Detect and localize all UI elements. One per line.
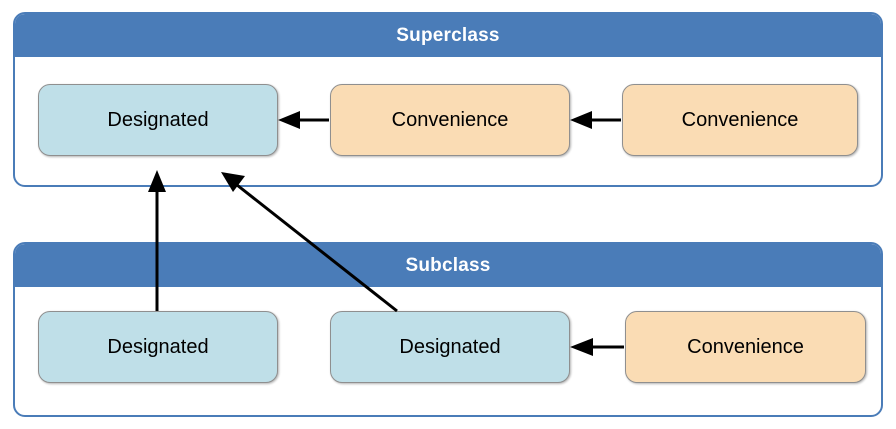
subclass-designated-initializer-1[interactable]: Designated (38, 311, 278, 383)
subclass-convenience-initializer[interactable]: Convenience (625, 311, 866, 383)
superclass-designated-initializer[interactable]: Designated (38, 84, 278, 156)
superclass-header: Superclass (15, 14, 881, 57)
superclass-convenience-initializer-2[interactable]: Convenience (622, 84, 858, 156)
subclass-header: Subclass (15, 244, 881, 287)
subclass-designated-initializer-2[interactable]: Designated (330, 311, 570, 383)
superclass-convenience-initializer-1[interactable]: Convenience (330, 84, 570, 156)
